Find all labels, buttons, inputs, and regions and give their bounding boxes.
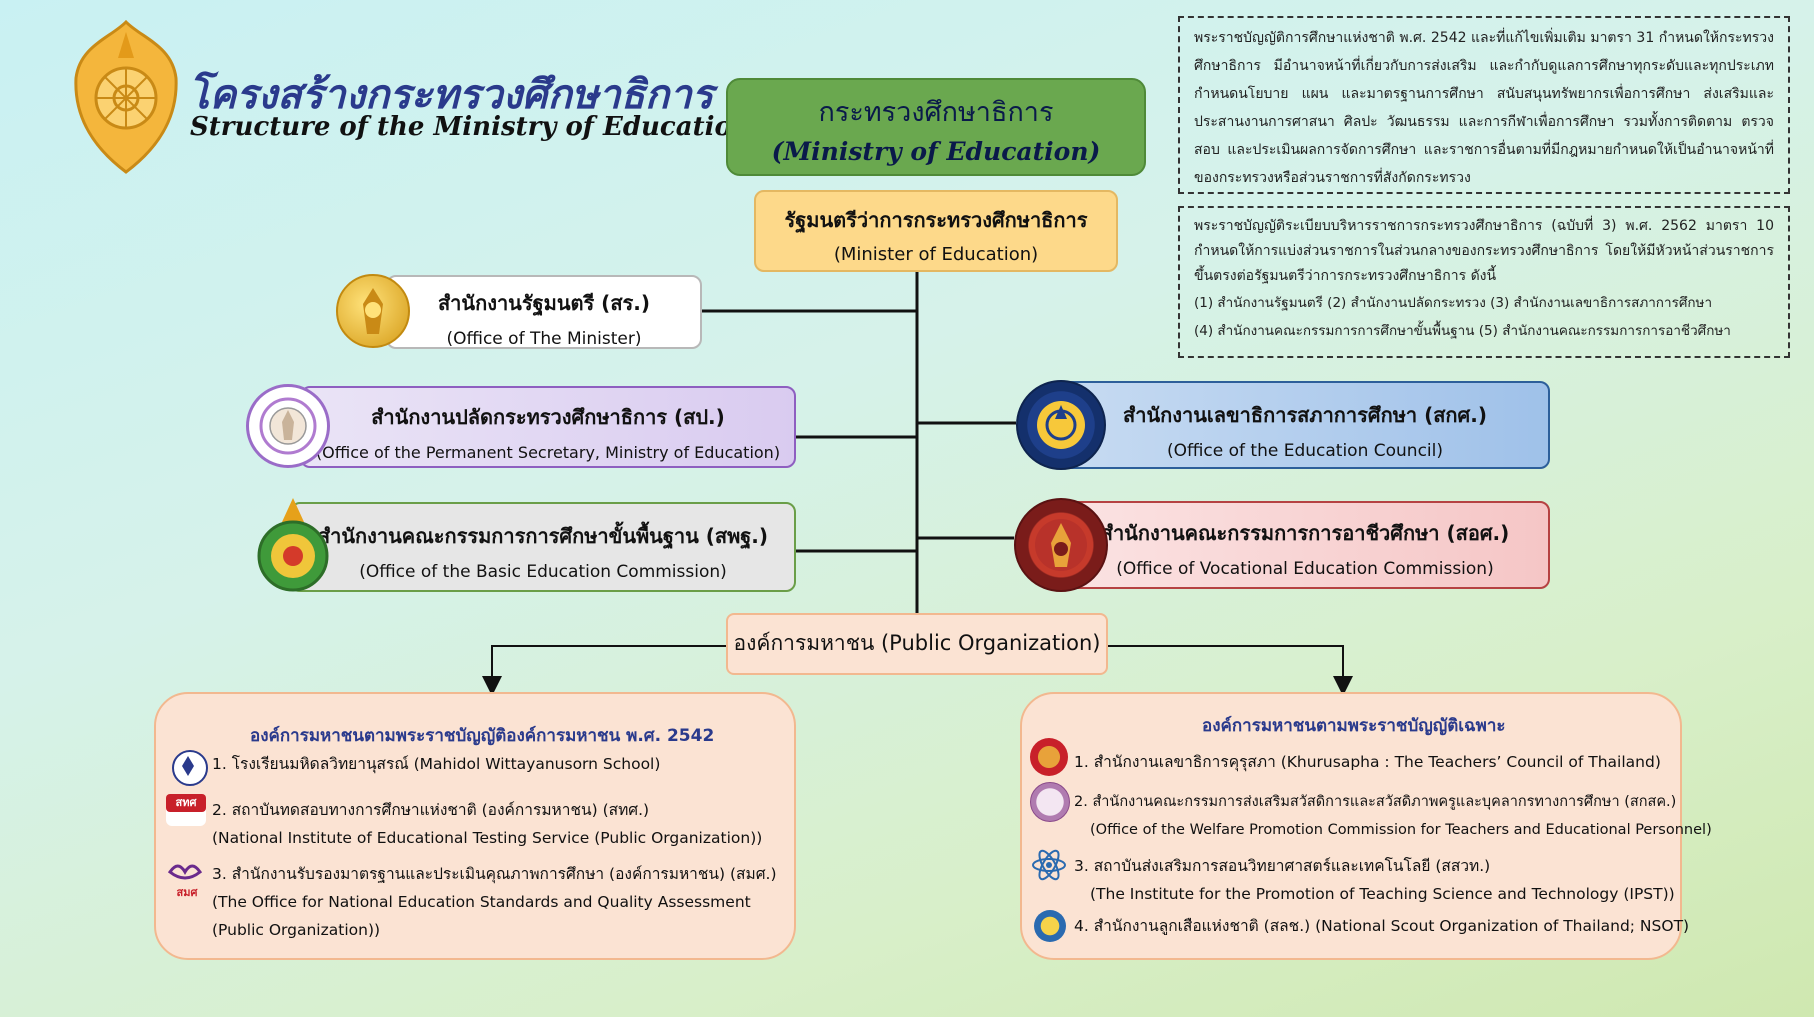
onesqa-logo-icon: สมศ [167,860,206,900]
ministry-name-english: (Ministry of Education) [771,137,1101,166]
office-name-english: (Office of Vocational Education Commissi… [1116,559,1494,579]
panel-heading: องค์การมหาชนตามพระราชบัญญัติเฉพาะ [1202,716,1506,736]
list-item-line: (The Office for National Education Stand… [212,893,751,911]
mahidol-school-icon [172,750,208,786]
office-name-thai: สำนักงานรัฐมนตรี (สร.) [437,291,651,315]
list-item-line: 3. สถาบันส่งเสริมการสอนวิทยาศาสตร์และเทค… [1074,857,1491,875]
ministry-name-thai: กระทรวงศึกษาธิการ [818,97,1054,128]
ministry-box: กระทรวงศึกษาธิการ (Ministry of Education… [726,78,1146,176]
education-council-seal-icon [1016,380,1106,470]
basic-education-emblem-icon [254,496,332,596]
minister-title-english: (Minister of Education) [833,244,1039,265]
page-title-english: Structure of the Ministry of Education [190,112,751,142]
niets-logo-text: สทศ [166,794,206,812]
list-item: 2. สำนักงานคณะกรรมการส่งเสริมสวัสดิการแล… [1074,788,1712,844]
minister-title-thai: รัฐมนตรีว่าการกระทรวงศึกษาธิการ [784,208,1088,232]
list-item-line: 4. สำนักงานลูกเสือแห่งชาติ (สลช.) (Natio… [1074,917,1690,935]
public-organization-label: องค์การมหาชน (Public Organization) [733,631,1101,655]
office-name-thai: สำนักงานคณะกรรมการการอาชีวศึกษา (สอศ.) [1100,521,1510,545]
office-name-thai: สำนักงานปลัดกระทรวงศึกษาธิการ (สป.) [371,405,725,429]
office-name-thai: สำนักงานคณะกรรมการการศึกษาขั้นพื้นฐาน (ส… [317,524,769,548]
vocational-education-commission-box: สำนักงานคณะกรรมการการอาชีวศึกษา (สอศ.) (… [1060,501,1550,589]
office-name-english: (Office of the Basic Education Commissio… [359,562,727,582]
info-box-administration-act: พระราชบัญญัติระเบียบบริหารราชการกระทรวงศ… [1178,206,1790,358]
list-item-line: (The Institute for the Promotion of Teac… [1090,885,1675,903]
permanent-secretary-office-box: สำนักงานปลัดกระทรวงศึกษาธิการ (สป.) (Off… [300,386,796,468]
education-council-office-box: สำนักงานเลขาธิการสภาการศึกษา (สกศ.) (Off… [1060,381,1550,469]
info-box-education-act: พระราชบัญญัติการศึกษาแห่งชาติ พ.ศ. 2542 … [1178,16,1790,194]
list-item: 3. สำนักงานรับรองมาตรฐานและประเมินคุณภาพ… [212,860,777,944]
info-box-administration-line2: (4) สำนักงานคณะกรรมการการศึกษาขั้นพื้นฐา… [1194,323,1731,339]
list-item-line: 2. สถาบันทดสอบทางการศึกษาแห่งชาติ (องค์ก… [212,801,650,819]
page-title-thai: โครงสร้างกระทรวงศึกษาธิการ [188,71,714,118]
list-item: 1. สำนักงานเลขาธิการคุรุสภา (Khurusapha … [1074,748,1661,776]
onesqa-logo-text: สมศ [176,886,198,899]
list-item: 2. สถาบันทดสอบทางการศึกษาแห่งชาติ (องค์ก… [212,796,762,852]
list-item: 4. สำนักงานลูกเสือแห่งชาติ (สลช.) (Natio… [1074,912,1689,940]
niets-logo-icon: สทศ [166,794,206,826]
scout-organization-seal-icon [1034,910,1066,942]
office-of-the-minister-box: สำนักงานรัฐมนตรี (สร.) (Office of The Mi… [386,275,702,349]
list-item-line: (Public Organization)) [212,921,381,939]
office-name-thai: สำนักงานเลขาธิการสภาการศึกษา (สกศ.) [1123,403,1487,427]
list-item: 1. โรงเรียนมหิดลวิทยานุสรณ์ (Mahidol Wit… [212,750,660,778]
ministry-seal-icon [74,19,178,174]
panel-heading: องค์การมหาชนตามพระราชบัญญัติองค์การมหาชน… [250,726,715,746]
public-org-act-panel: องค์การมหาชนตามพระราชบัญญัติองค์การมหาชน… [154,692,796,960]
permanent-secretary-seal-icon [246,384,330,468]
office-name-english: (Office of the Education Council) [1166,441,1444,461]
list-item-line: (National Institute of Educational Testi… [212,829,763,847]
list-item: 3. สถาบันส่งเสริมการสอนวิทยาศาสตร์และเทค… [1074,852,1675,908]
basic-education-commission-box: สำนักงานคณะกรรมการการศึกษาขั้นพื้นฐาน (ส… [290,502,796,592]
minister-office-seal-icon [336,274,410,348]
public-organization-box: องค์การมหาชน (Public Organization) [726,613,1108,675]
ipst-logo-icon [1030,846,1068,884]
welfare-commission-seal-icon [1030,782,1070,822]
khurusapha-seal-icon [1030,738,1068,776]
office-name-english: (Office of The Minister) [446,329,642,349]
list-item-line: 3. สำนักงานรับรองมาตรฐานและประเมินคุณภาพ… [212,865,777,883]
list-item-line: (Office of the Welfare Promotion Commiss… [1090,822,1712,838]
info-box-administration-intro: พระราชบัญญัติระเบียบบริหารราชการกระทรวงศ… [1194,218,1774,284]
list-item-line: 2. สำนักงานคณะกรรมการส่งเสริมสวัสดิการแล… [1074,794,1677,810]
info-box-education-act-text: พระราชบัญญัติการศึกษาแห่งชาติ พ.ศ. 2542 … [1194,30,1774,186]
info-box-administration-line1: (1) สำนักงานรัฐมนตรี (2) สำนักงานปลัดกระ… [1194,295,1713,311]
specific-act-public-org-panel: องค์การมหาชนตามพระราชบัญญัติเฉพาะ 1. สำน… [1020,692,1712,960]
list-item-line: 1. โรงเรียนมหิดลวิทยานุสรณ์ (Mahidol Wit… [212,755,661,773]
office-name-english: (Office of the Permanent Secretary, Mini… [315,443,781,462]
list-item-line: 1. สำนักงานเลขาธิการคุรุสภา (Khurusapha … [1074,753,1661,771]
minister-box: รัฐมนตรีว่าการกระทรวงศึกษาธิการ (Ministe… [754,190,1118,272]
vocational-education-seal-icon [1014,498,1108,592]
